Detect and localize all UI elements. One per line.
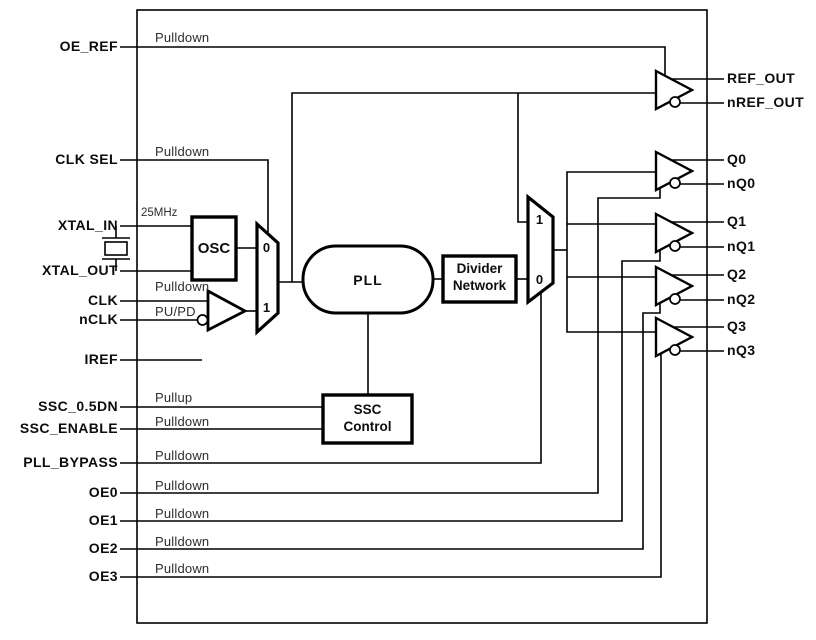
pin-label-oe-ref: OE_REF: [59, 38, 118, 54]
ssc-control-block: [321, 393, 414, 445]
pin-label-oe0: OE0: [88, 484, 118, 500]
pin-label-q1: Q1: [727, 213, 747, 229]
net-oe0: [120, 188, 661, 494]
net-oe-ref: [120, 46, 666, 76]
pll-bypass-mux: [526, 193, 555, 306]
annotation-oe3-pulldown: Pulldown: [155, 561, 210, 576]
net-pll-bypass: [120, 292, 542, 464]
pin-label-nclk: nCLK: [79, 311, 118, 327]
ssc-control-label-line1: SSC: [353, 402, 382, 417]
pin-label-clk: CLK: [88, 292, 118, 308]
pll-block: [301, 244, 435, 315]
pin-label-q2: Q2: [727, 266, 747, 282]
chip-boundary: [136, 9, 708, 624]
bypass-mux-port-1-label: 1: [535, 212, 544, 227]
pll-block-label: PLL: [353, 272, 383, 288]
pin-label-nq1: nQ1: [727, 238, 756, 254]
divider-network-label-line1: Divider: [456, 261, 503, 276]
bypass-mux-port-0-label: 0: [535, 272, 544, 287]
pin-label-q3: Q3: [727, 318, 747, 334]
net-bypass-mux-in1: [517, 93, 528, 223]
osc-block: [190, 215, 238, 282]
pin-label-xtal-out: XTAL_OUT: [41, 262, 118, 278]
annotation-oe2-pulldown: Pulldown: [155, 534, 210, 549]
pin-label-oe3: OE3: [88, 568, 118, 584]
annotation-ssc-enable-pulldown: Pulldown: [155, 414, 210, 429]
divider-network-label-line2: Network: [452, 278, 507, 293]
annotation-oe1-pulldown: Pulldown: [155, 506, 210, 521]
annotation-pll-bypass-pulldown: Pulldown: [155, 448, 210, 463]
crystal-symbol: [102, 226, 130, 271]
osc-block-label: OSC: [197, 240, 231, 257]
annotation-clk-pulldown: Pulldown: [155, 279, 210, 294]
annotation-oe-ref-pulldown: Pulldown: [155, 30, 210, 45]
annotation-clk-sel-pulldown: Pulldown: [155, 144, 210, 159]
pin-label-oe2: OE2: [88, 540, 118, 556]
pin-label-nq2: nQ2: [727, 291, 756, 307]
input-mux-port-0-label: 0: [262, 240, 271, 255]
pin-label-ssc-05dn: SSC_0.5DN: [38, 398, 118, 414]
pin-label-nq0: nQ0: [727, 175, 756, 191]
annotation-oe0-pulldown: Pulldown: [155, 478, 210, 493]
pin-label-xtal-in: XTAL_IN: [57, 217, 118, 233]
output-buffers: [654, 69, 695, 358]
pin-label-iref: IREF: [84, 351, 118, 367]
net-oe3: [120, 354, 662, 578]
pin-label-nref-out: nREF_OUT: [727, 94, 805, 110]
ssc-control-label-line2: Control: [343, 419, 392, 434]
clk-input-buffer: [206, 288, 249, 333]
net-oe2: [120, 303, 661, 550]
net-clk-sel: [120, 159, 269, 234]
net-output-bus: [566, 171, 656, 333]
pin-label-ssc-enable: SSC_ENABLE: [19, 420, 118, 436]
pin-label-nq3: nQ3: [727, 342, 756, 358]
annotation-xtal-frequency: 25MHz: [141, 207, 178, 219]
annotation-nclk-pupd: PU/PD: [155, 304, 196, 319]
pin-label-oe1: OE1: [88, 512, 118, 528]
pin-label-pll-bypass: PLL_BYPASS: [23, 454, 118, 470]
net-oe1: [120, 250, 661, 522]
annotation-ssc-05dn-pullup: Pullup: [155, 390, 193, 405]
pin-label-ref-out: REF_OUT: [727, 70, 796, 86]
pin-label-clk-sel: CLK SEL: [55, 151, 118, 167]
nref-out-bubble: [669, 96, 681, 108]
net-ref-feed: [291, 92, 656, 282]
nq0-bubble: [669, 177, 681, 189]
nq3-bubble: [669, 344, 681, 356]
input-select-mux: [255, 220, 280, 336]
nq1-bubble: [669, 240, 681, 252]
pin-label-q0: Q0: [727, 151, 747, 167]
nclk-inversion-bubble: [196, 314, 209, 326]
input-mux-port-1-label: 1: [262, 300, 271, 315]
output-stubs: [671, 78, 724, 352]
divider-network-block: [441, 254, 518, 304]
nq2-bubble: [669, 293, 681, 305]
